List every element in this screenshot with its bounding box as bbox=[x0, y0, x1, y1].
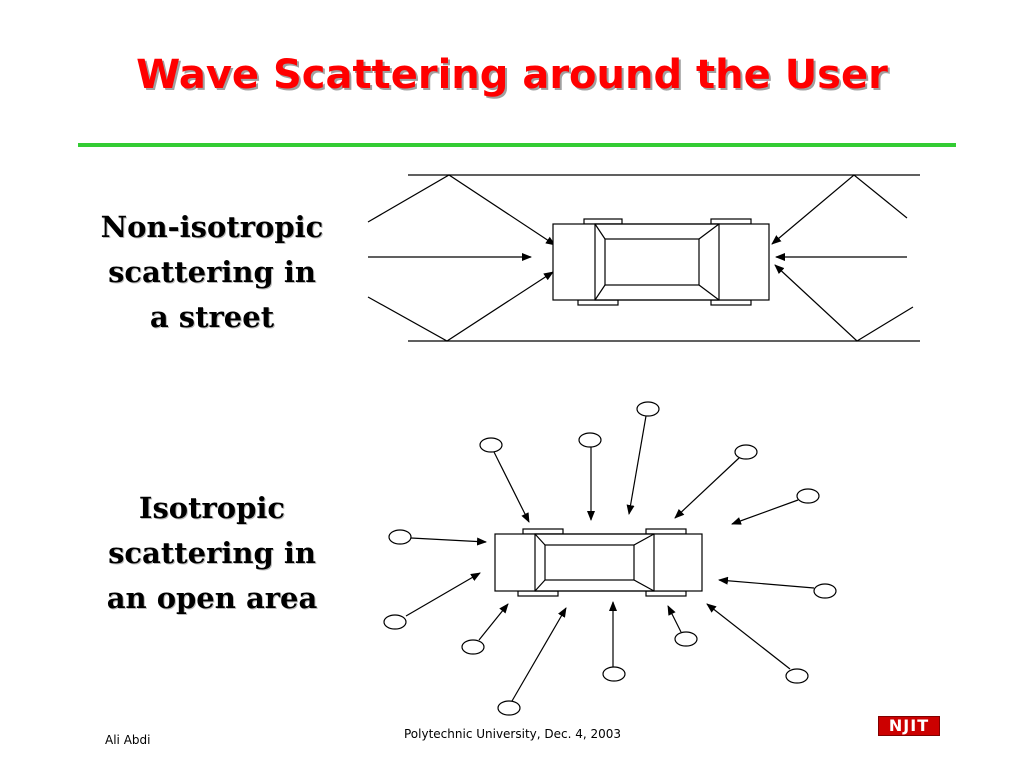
car-wheel bbox=[645, 590, 687, 597]
street-scene bbox=[367, 174, 920, 342]
caption-open-line-1: Isotropic bbox=[138, 491, 286, 525]
car-wheel bbox=[522, 528, 564, 535]
caption-open-line-2: scattering in bbox=[108, 536, 316, 570]
car-wheel bbox=[645, 528, 687, 535]
scatter-arrow bbox=[667, 605, 682, 633]
scatter-arrow bbox=[718, 576, 815, 589]
caption-street-line-3: a street bbox=[149, 300, 275, 334]
scatterer bbox=[461, 639, 485, 655]
scatterer bbox=[383, 614, 407, 630]
njit-logo-text: NJIT bbox=[878, 716, 940, 736]
title-underline bbox=[78, 143, 956, 147]
car-street bbox=[552, 218, 770, 306]
scatter-arrow bbox=[478, 603, 509, 641]
scatterer bbox=[636, 401, 660, 417]
scatter-arrow bbox=[511, 607, 567, 702]
scatter-arrow bbox=[731, 499, 799, 525]
scatter-arrow bbox=[493, 451, 530, 523]
scatterer bbox=[388, 529, 412, 545]
scatterer bbox=[602, 666, 626, 682]
scatterer bbox=[734, 444, 758, 460]
scatter-arrow bbox=[405, 572, 481, 617]
open-area-scene bbox=[383, 401, 837, 716]
car-roof bbox=[604, 238, 700, 286]
car-wheel bbox=[710, 299, 752, 306]
car-wheel bbox=[577, 299, 619, 306]
car-wheel bbox=[517, 590, 559, 597]
caption-street-line-2: scattering in bbox=[108, 255, 316, 289]
scatterer bbox=[674, 631, 698, 647]
car-body bbox=[552, 223, 770, 301]
scatter-arrow bbox=[626, 415, 647, 515]
car-open-area bbox=[494, 528, 703, 597]
caption-street: Non-isotropic scattering in a street bbox=[97, 205, 327, 340]
reflected-path-left-bottom bbox=[367, 271, 554, 342]
reflected-path-left-top bbox=[367, 174, 556, 246]
car-cabin bbox=[534, 533, 655, 592]
car-wheel bbox=[710, 218, 752, 225]
scatterer bbox=[479, 437, 503, 453]
scatterer bbox=[796, 488, 820, 504]
scatterer bbox=[813, 583, 837, 599]
caption-open-line-3: an open area bbox=[106, 581, 318, 615]
reflected-path-right-top bbox=[771, 174, 908, 245]
car-wheel bbox=[583, 218, 623, 225]
scatter-arrow bbox=[410, 537, 487, 546]
scatter-arrow bbox=[674, 457, 740, 519]
footer-venue: Polytechnic University, Dec. 4, 2003 bbox=[404, 727, 622, 741]
caption-open-area: Isotropic scattering in an open area bbox=[97, 486, 327, 621]
scatterer bbox=[785, 668, 809, 684]
scatter-arrow bbox=[706, 603, 791, 670]
footer-author: Ali Abdi bbox=[105, 733, 151, 747]
car-cabin bbox=[594, 223, 720, 301]
njit-logo: NJIT bbox=[878, 716, 940, 742]
njit-logo-subline bbox=[878, 736, 940, 742]
car-roof bbox=[544, 544, 635, 581]
caption-street-line-1: Non-isotropic bbox=[100, 210, 324, 244]
slide-title: Wave Scattering around the User bbox=[136, 52, 888, 98]
car-body bbox=[494, 533, 703, 592]
scatterer bbox=[497, 700, 521, 716]
scatterer bbox=[578, 432, 602, 448]
reflected-path-right-bottom bbox=[774, 264, 914, 342]
